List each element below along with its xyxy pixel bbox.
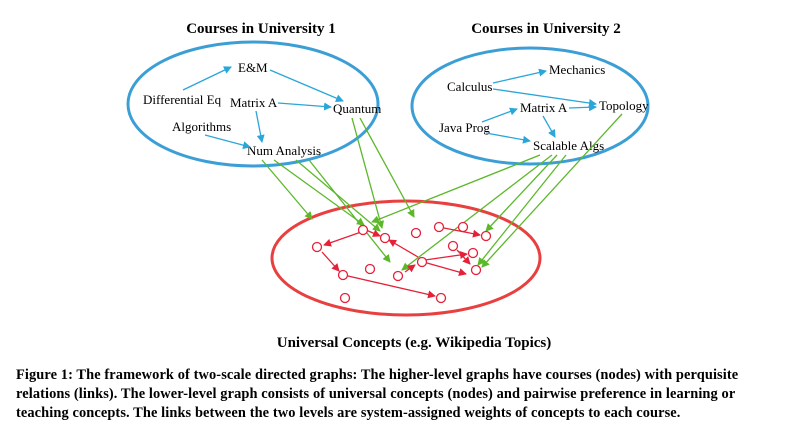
- concept-link-2: [365, 229, 381, 237]
- concept-link-4: [347, 275, 436, 299]
- course-num-analysis: Num Analysis: [247, 143, 321, 158]
- course-calculus: Calculus: [447, 79, 493, 94]
- link-scalablealgs-c1: [371, 154, 541, 224]
- course-scalable-algs: Scalable Algs: [533, 138, 604, 153]
- concept-node: [470, 264, 482, 276]
- university1-title: Courses in University 1: [186, 21, 336, 37]
- link-topology-c1: [481, 113, 623, 268]
- concept-node: [357, 224, 369, 236]
- concept-node: [311, 241, 323, 253]
- link-scalablealgs-c2: [401, 154, 553, 271]
- concept-node: [410, 227, 422, 239]
- link-em-quantum: [269, 69, 344, 102]
- link-numanalysis-c1: [261, 159, 313, 220]
- universal-concepts-ellipse: [270, 199, 542, 317]
- link-diffeq-em: [182, 66, 232, 91]
- cross-level-links: [261, 113, 623, 271]
- concept-links: [321, 227, 481, 299]
- link-algorithms-numanalysis: [204, 134, 251, 150]
- u1-course-links: [182, 66, 344, 150]
- course-differential-eq: Differential Eq: [143, 92, 222, 107]
- link-calculus-topology: [492, 88, 597, 107]
- concept-node: [339, 292, 351, 304]
- concept-node: [379, 232, 391, 244]
- u2-course-links: [481, 68, 597, 144]
- concept-nodes: [311, 221, 492, 304]
- universal-concepts-title: Universal Concepts (e.g. Wikipedia Topic…: [277, 335, 551, 351]
- concept-node: [392, 270, 404, 282]
- concept-link-6: [404, 264, 416, 273]
- concept-link-3: [321, 251, 340, 272]
- course-mechanics: Mechanics: [549, 62, 605, 77]
- concept-node: [467, 247, 479, 259]
- figure-caption: Figure 1: The framework of two-scale dir…: [16, 367, 739, 421]
- concept-link-1: [323, 230, 365, 247]
- concept-node: [364, 263, 376, 275]
- link-matrixa-scalablealgs: [542, 115, 556, 138]
- university2-ellipse: [410, 46, 650, 166]
- course-quantum: Quantum: [333, 101, 381, 116]
- concept-node: [480, 230, 492, 242]
- concept-node: [435, 292, 447, 304]
- concept-node: [433, 221, 445, 233]
- concept-node: [447, 240, 459, 252]
- link-javaprog-matrixa: [481, 107, 518, 123]
- concept-node: [337, 269, 349, 281]
- course-topology: Topology: [599, 98, 649, 113]
- link-calculus-mechanics: [492, 68, 547, 84]
- course-matrix-a-u2: Matrix A: [520, 100, 568, 115]
- link-quantum-c1: [351, 117, 385, 229]
- link-quantum-c2: [359, 117, 415, 218]
- concept-link-7: [424, 251, 468, 261]
- link-scalablealgs-c4: [477, 154, 567, 266]
- course-algorithms: Algorithms: [172, 119, 231, 134]
- university1-ellipse: [126, 40, 380, 168]
- concept-node: [457, 221, 469, 233]
- link-numanalysis-c4: [308, 159, 391, 263]
- link-numanalysis-c2: [273, 159, 365, 226]
- concept-link-5: [388, 239, 419, 258]
- concept-link-8: [426, 262, 467, 276]
- link-matrixa-numanalysis: [255, 110, 265, 143]
- link-matrixa-topology: [568, 103, 597, 112]
- link-javaprog-scalablealgs: [485, 132, 531, 144]
- course-em: E&M: [238, 60, 268, 75]
- university2-title: Courses in University 2: [471, 21, 621, 37]
- concept-node: [416, 256, 428, 268]
- course-java-prog: Java Prog: [439, 120, 490, 135]
- course-matrix-a-u1: Matrix A: [230, 95, 278, 110]
- link-scalablealgs-c3: [485, 154, 558, 232]
- concept-link-10: [456, 249, 471, 265]
- link-matrixa-quantum: [277, 102, 332, 111]
